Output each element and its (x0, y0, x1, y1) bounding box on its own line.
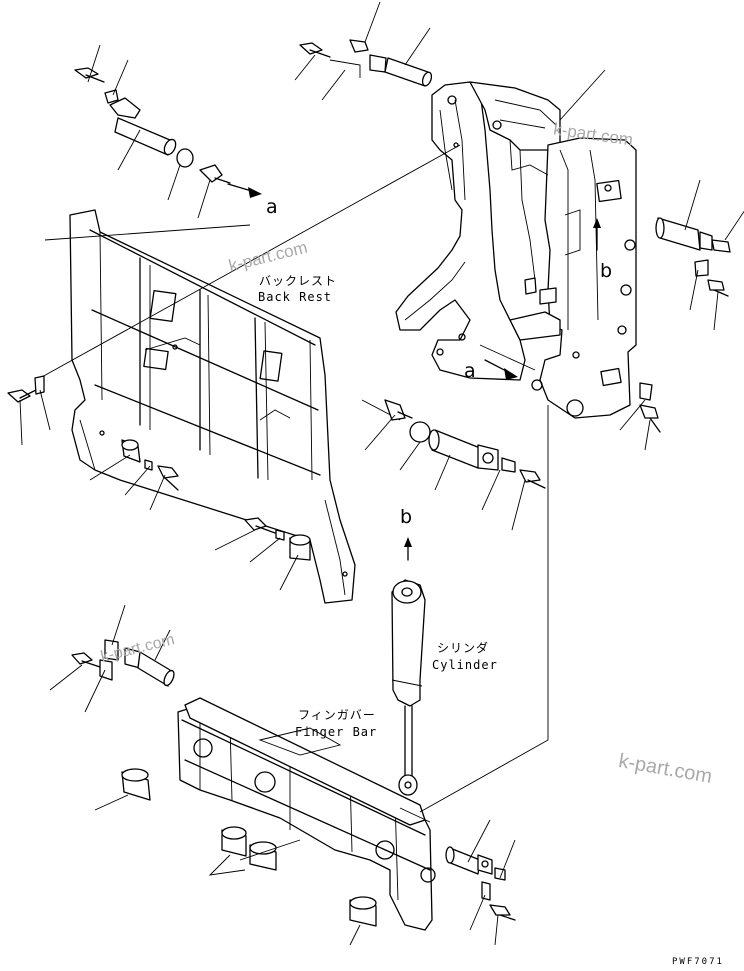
callout-a-top: a (266, 196, 278, 218)
finger-bar-label-en: Finger Bar (295, 725, 378, 739)
cylinder-label-en: Cylinder (432, 658, 498, 672)
drawing-code: PWF7071 (672, 957, 724, 967)
callout-b-mid: b (400, 506, 413, 528)
mast-frame (395, 81, 637, 419)
back-rest-label-en: Back Rest (258, 290, 333, 304)
back-rest (69, 209, 356, 604)
cylinder-label-jp: シリンダ (437, 641, 490, 655)
hardware-parts (7, 1, 744, 946)
cylinder (391, 537, 426, 796)
finger-bar-label-jp: フィンガバー (298, 708, 376, 722)
back-rest-label-jp: バックレスト (259, 274, 338, 288)
finger-bar (177, 697, 436, 931)
callout-b-right: b (600, 260, 613, 282)
callout-a-mid: a (464, 360, 476, 382)
